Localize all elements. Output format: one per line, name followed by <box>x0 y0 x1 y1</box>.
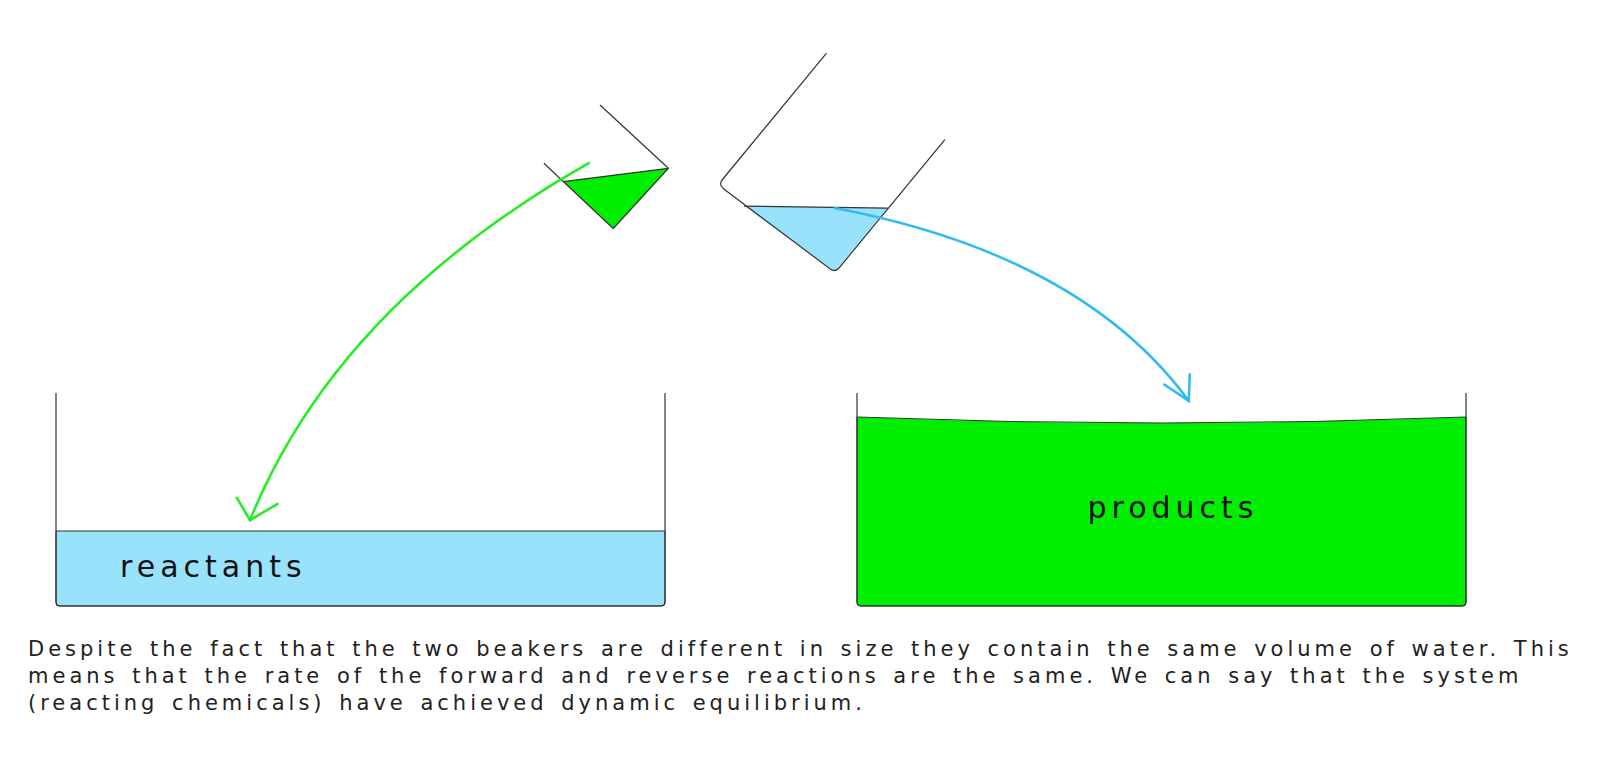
beaker-label: reactants <box>120 549 307 584</box>
forward-arrow <box>835 208 1190 401</box>
caption: Despite the fact that the two beakers ar… <box>28 636 1576 717</box>
products-beaker: products <box>857 393 1466 606</box>
reactants-beaker: reactants <box>56 393 665 606</box>
reverse-arrow <box>237 163 589 520</box>
small-pouring-beaker <box>544 105 668 228</box>
beaker-liquid <box>56 531 665 606</box>
beaker-label: products <box>1087 490 1258 525</box>
beaker-wall <box>857 393 1466 606</box>
large-pouring-beaker <box>721 53 945 271</box>
beaker-wall <box>56 393 665 606</box>
beaker-liquid <box>857 417 1466 606</box>
